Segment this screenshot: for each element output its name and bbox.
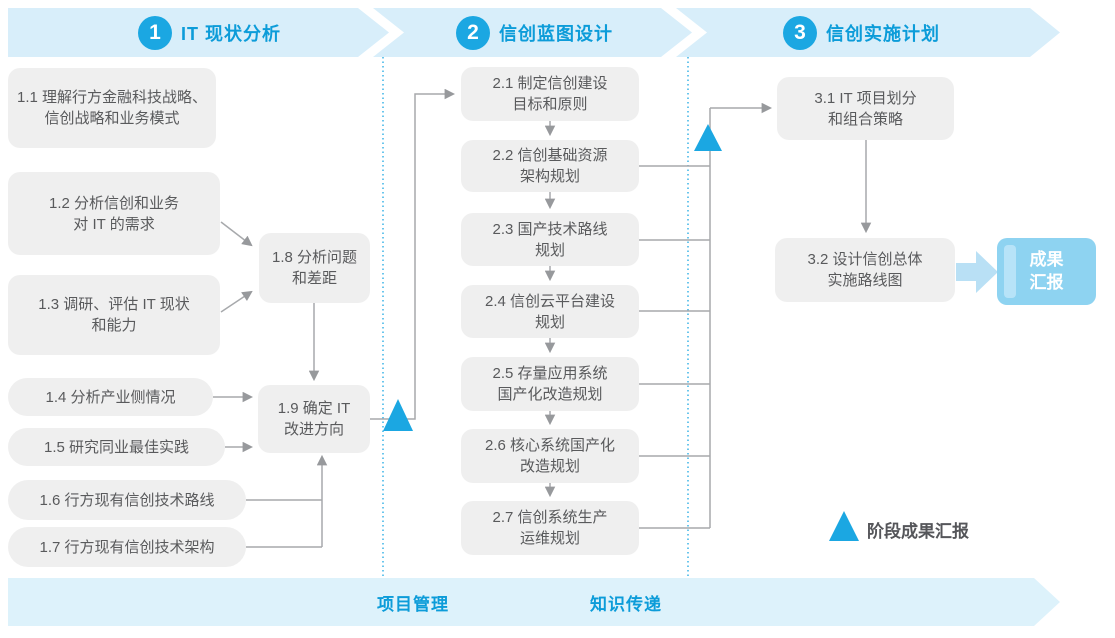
step-box-1-8: 1.8 分析问题 和差距 [259, 233, 370, 303]
result-report-box: 成果 汇报 [997, 238, 1096, 305]
milestone-triangle-icon [383, 399, 413, 431]
step-box-2-1: 2.1 制定信创建设 目标和原则 [461, 67, 639, 121]
step-box-2-6: 2.6 核心系统国产化 改造规划 [461, 429, 639, 483]
step-box-1-2: 1.2 分析信创和业务 对 IT 的需求 [8, 172, 220, 255]
phase-ribbon [8, 8, 1060, 57]
milestone-triangle-icon [694, 124, 722, 151]
step-box-3-1: 3.1 IT 项目划分 和组合策略 [777, 77, 954, 140]
phase-3-header: 3 信创实施计划 [783, 8, 940, 57]
phase-3-title: 信创实施计划 [826, 23, 940, 44]
result-report-label: 成果 汇报 [1029, 249, 1064, 292]
step-box-3-2: 3.2 设计信创总体 实施路线图 [775, 238, 955, 302]
phase-1-title: IT 现状分析 [181, 23, 281, 44]
step-box-2-2: 2.2 信创基础资源 架构规划 [461, 140, 639, 192]
step-box-2-4: 2.4 信创云平台建设 规划 [461, 285, 639, 338]
step-box-1-5: 1.5 研究同业最佳实践 [8, 428, 225, 466]
phase-3-number-badge: 3 [783, 15, 817, 50]
step-box-2-5: 2.5 存量应用系统 国产化改造规划 [461, 357, 639, 411]
phase-2-title: 信创蓝图设计 [499, 23, 613, 44]
phase-1-header: 1 IT 现状分析 [138, 8, 281, 57]
legend-label: 阶段成果汇报 [867, 522, 969, 541]
phase-2-header: 2 信创蓝图设计 [456, 8, 613, 57]
step-box-2-7: 2.7 信创系统生产 运维规划 [461, 501, 639, 555]
step-box-1-3: 1.3 调研、评估 IT 现状 和能力 [8, 275, 220, 355]
result-arrow-icon [956, 251, 998, 293]
legend-triangle-icon [829, 511, 859, 541]
step-box-1-4: 1.4 分析产业侧情况 [8, 378, 213, 416]
step-box-2-3: 2.3 国产技术路线 规划 [461, 213, 639, 266]
step-box-1-9: 1.9 确定 IT 改进方向 [258, 385, 370, 453]
phase-2-number-badge: 2 [456, 15, 490, 50]
step-box-1-6: 1.6 行方现有信创技术路线 [8, 480, 246, 520]
bottom-label-project-management: 项目管理 [377, 594, 449, 614]
bottom-label-knowledge-transfer: 知识传递 [590, 594, 662, 614]
bottom-process-ribbon: 项目管理 知识传递 [8, 578, 1060, 626]
step-box-1-1: 1.1 理解行方金融科技战略、 信创战略和业务模式 [8, 68, 216, 148]
phase-1-number-badge: 1 [138, 15, 172, 50]
step-box-1-7: 1.7 行方现有信创技术架构 [8, 527, 246, 567]
